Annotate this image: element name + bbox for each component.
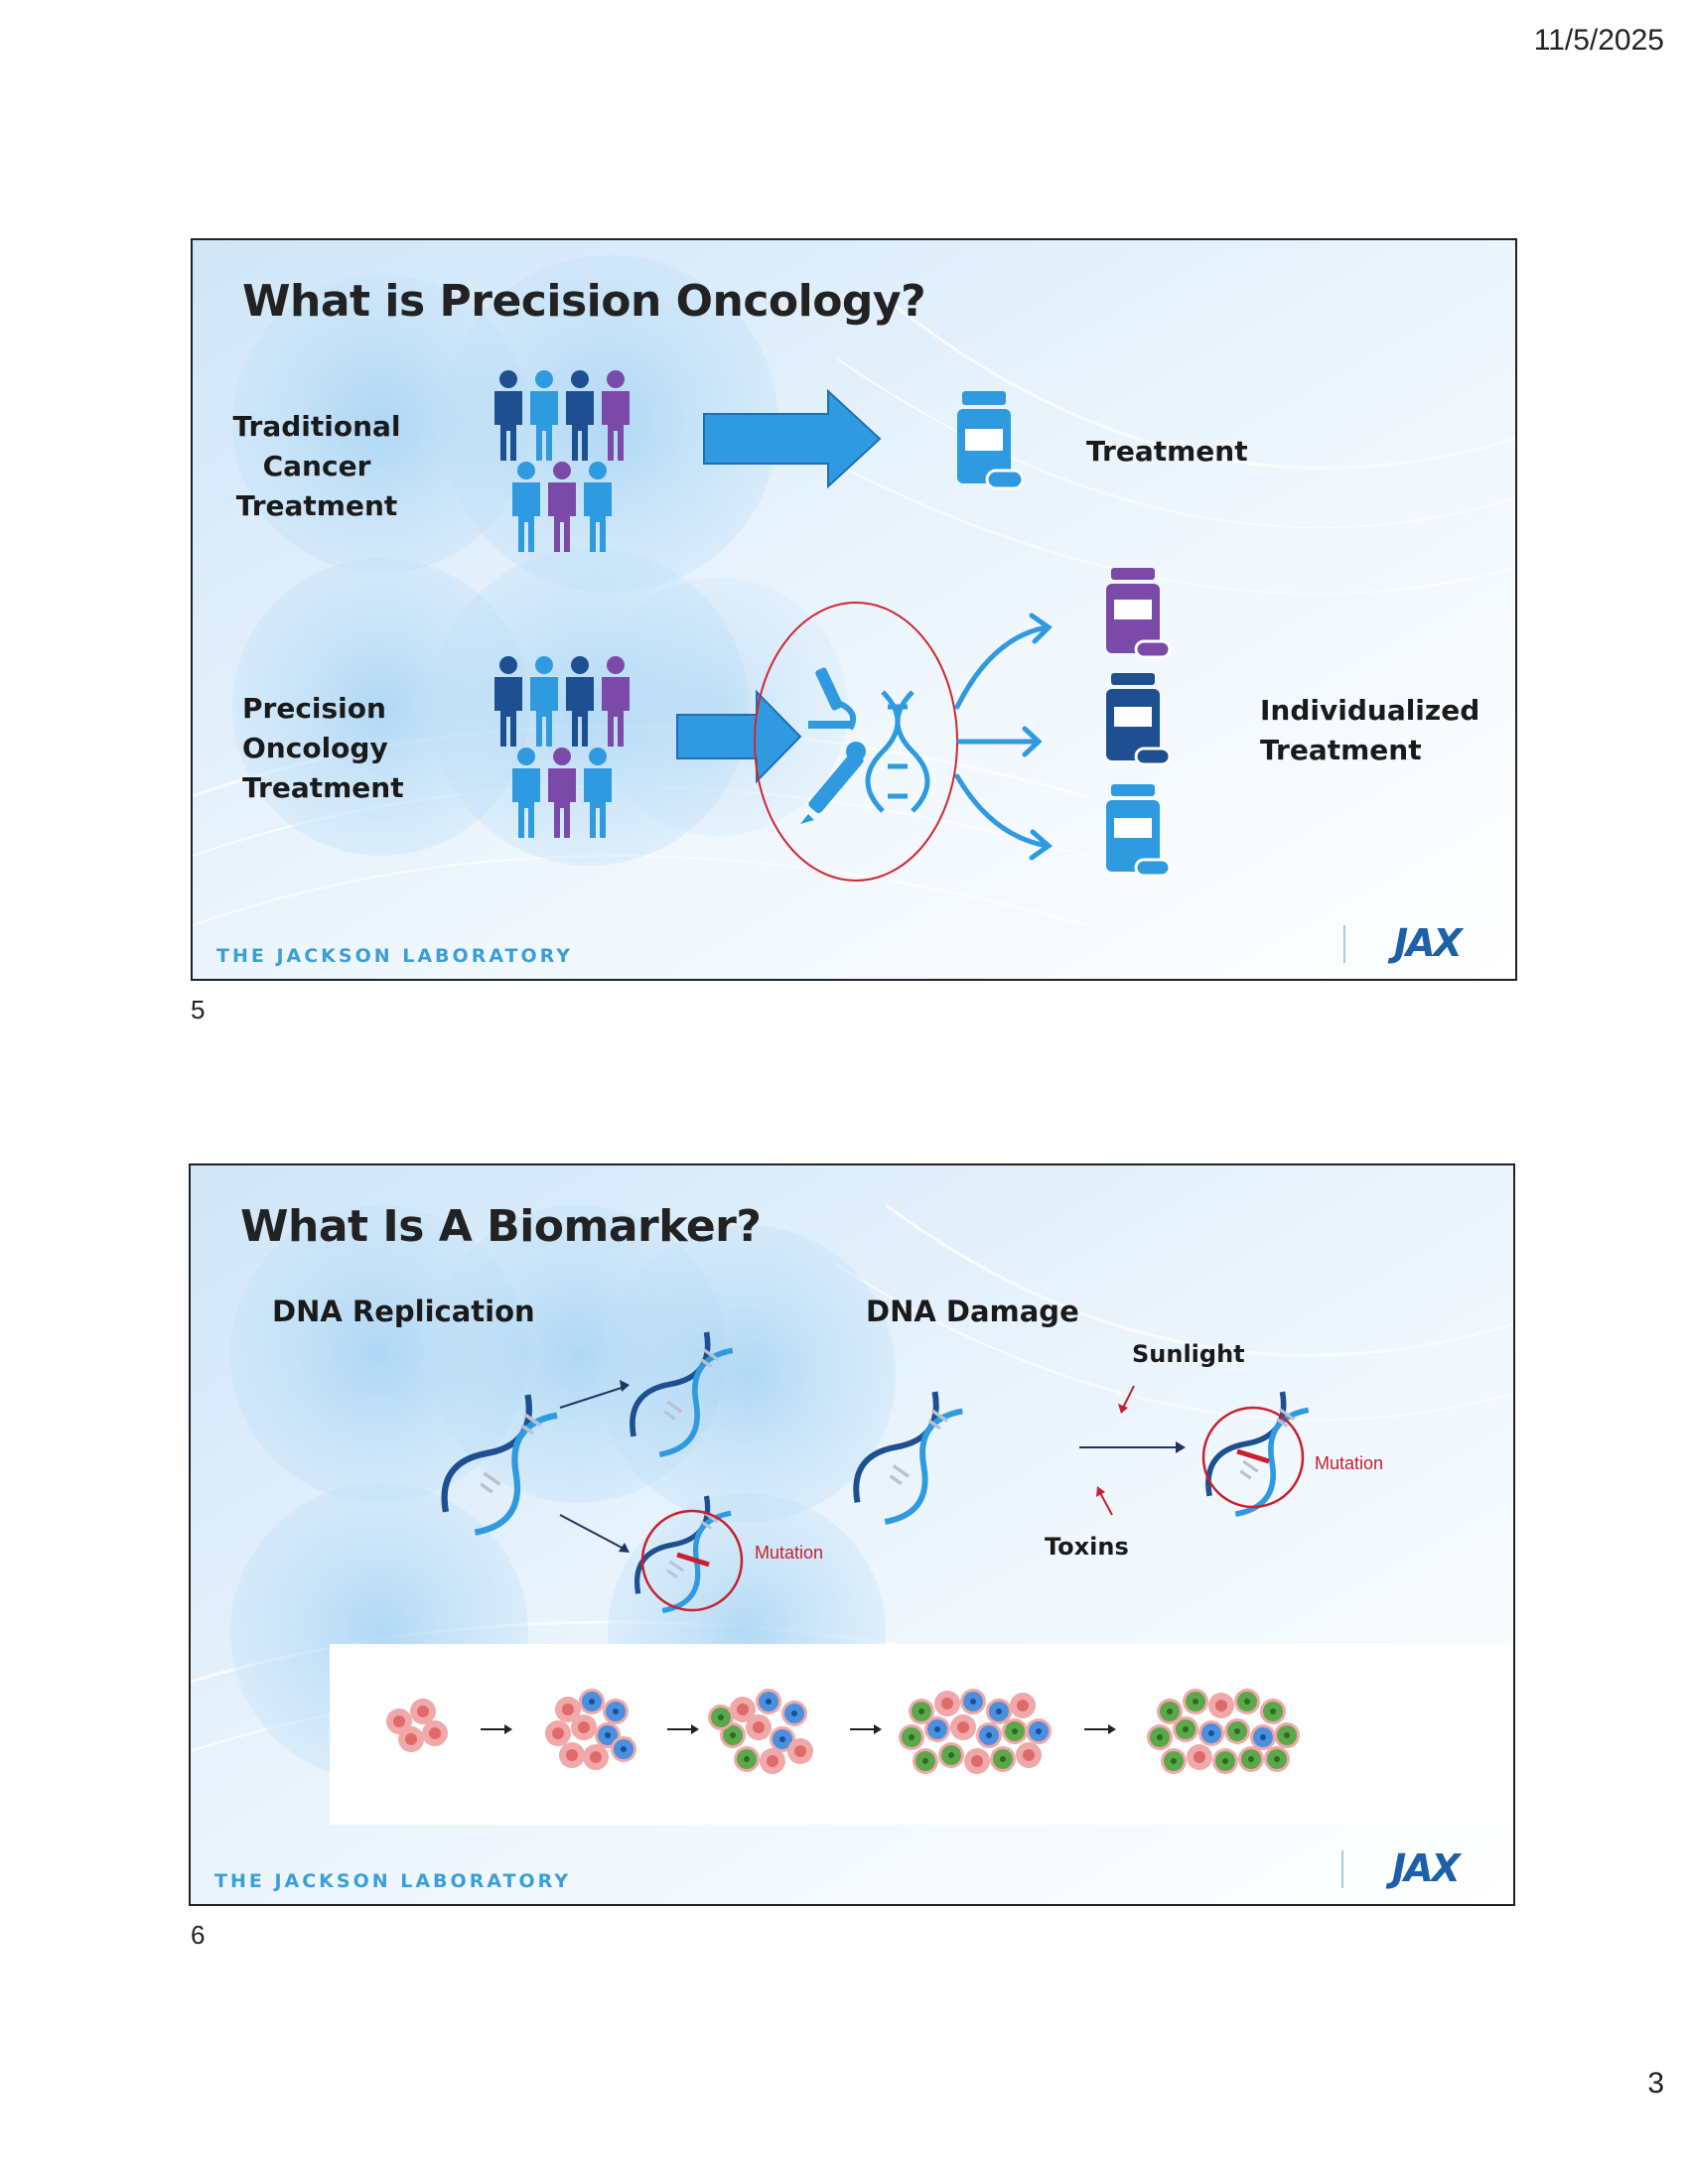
dna-icon (865, 690, 930, 813)
slide-precision-oncology: What is Precision Oncology? Traditional … (191, 238, 1517, 981)
slide-6-graphics (191, 1165, 1513, 1904)
slide-biomarker: What Is A Biomarker? DNA Replication DNA… (189, 1163, 1515, 1906)
precision-label: Precision Oncology Treatment (242, 692, 404, 804)
slide-title: What Is A Biomarker? (240, 1201, 762, 1252)
arrow-right-icon (1084, 1724, 1116, 1734)
slide-number: 5 (191, 995, 206, 1024)
individualized-treatment-label: Individualized Treatment (1260, 694, 1480, 766)
print-date: 11/5/2025 (1533, 24, 1664, 57)
dna-damage-heading: DNA Damage (866, 1295, 1079, 1328)
people-group-icon (494, 370, 630, 552)
cell-cluster-icon (899, 1689, 1052, 1774)
sunlight-label: Sunlight (1132, 1340, 1245, 1368)
pill-bottle-icon (957, 391, 1025, 490)
dna-replication-heading: DNA Replication (272, 1295, 535, 1328)
cell-cluster-icon (1147, 1689, 1300, 1774)
footer-lab-name: THE JACKSON LABORATORY (216, 945, 574, 967)
slide-number: 6 (191, 1920, 206, 1950)
slide-title: What is Precision Oncology? (242, 276, 926, 327)
arrow-right-icon (667, 1724, 699, 1734)
treatment-label: Treatment (1086, 435, 1248, 468)
curved-arrow-icon (954, 613, 1054, 861)
jax-logo: JAX (1392, 1846, 1461, 1890)
mutation-label-replication: Mutation (755, 1543, 824, 1563)
page-number: 3 (1647, 2067, 1664, 2100)
pill-bottle-icon (1106, 568, 1172, 878)
toxins-label: Toxins (1045, 1533, 1129, 1561)
arrow-right-icon (850, 1724, 882, 1734)
footer-lab-name: THE JACKSON LABORATORY (214, 1870, 572, 1892)
microscope-icon (808, 667, 856, 731)
slide-5-graphics (193, 240, 1515, 979)
dropper-icon (800, 742, 866, 824)
arrow-right-icon (703, 388, 882, 489)
traditional-label: Traditional Cancer Treatment (232, 410, 401, 522)
jax-logo: JAX (1394, 921, 1463, 965)
arrow-right-icon (481, 1724, 512, 1734)
mutation-label-damage: Mutation (1315, 1453, 1384, 1473)
